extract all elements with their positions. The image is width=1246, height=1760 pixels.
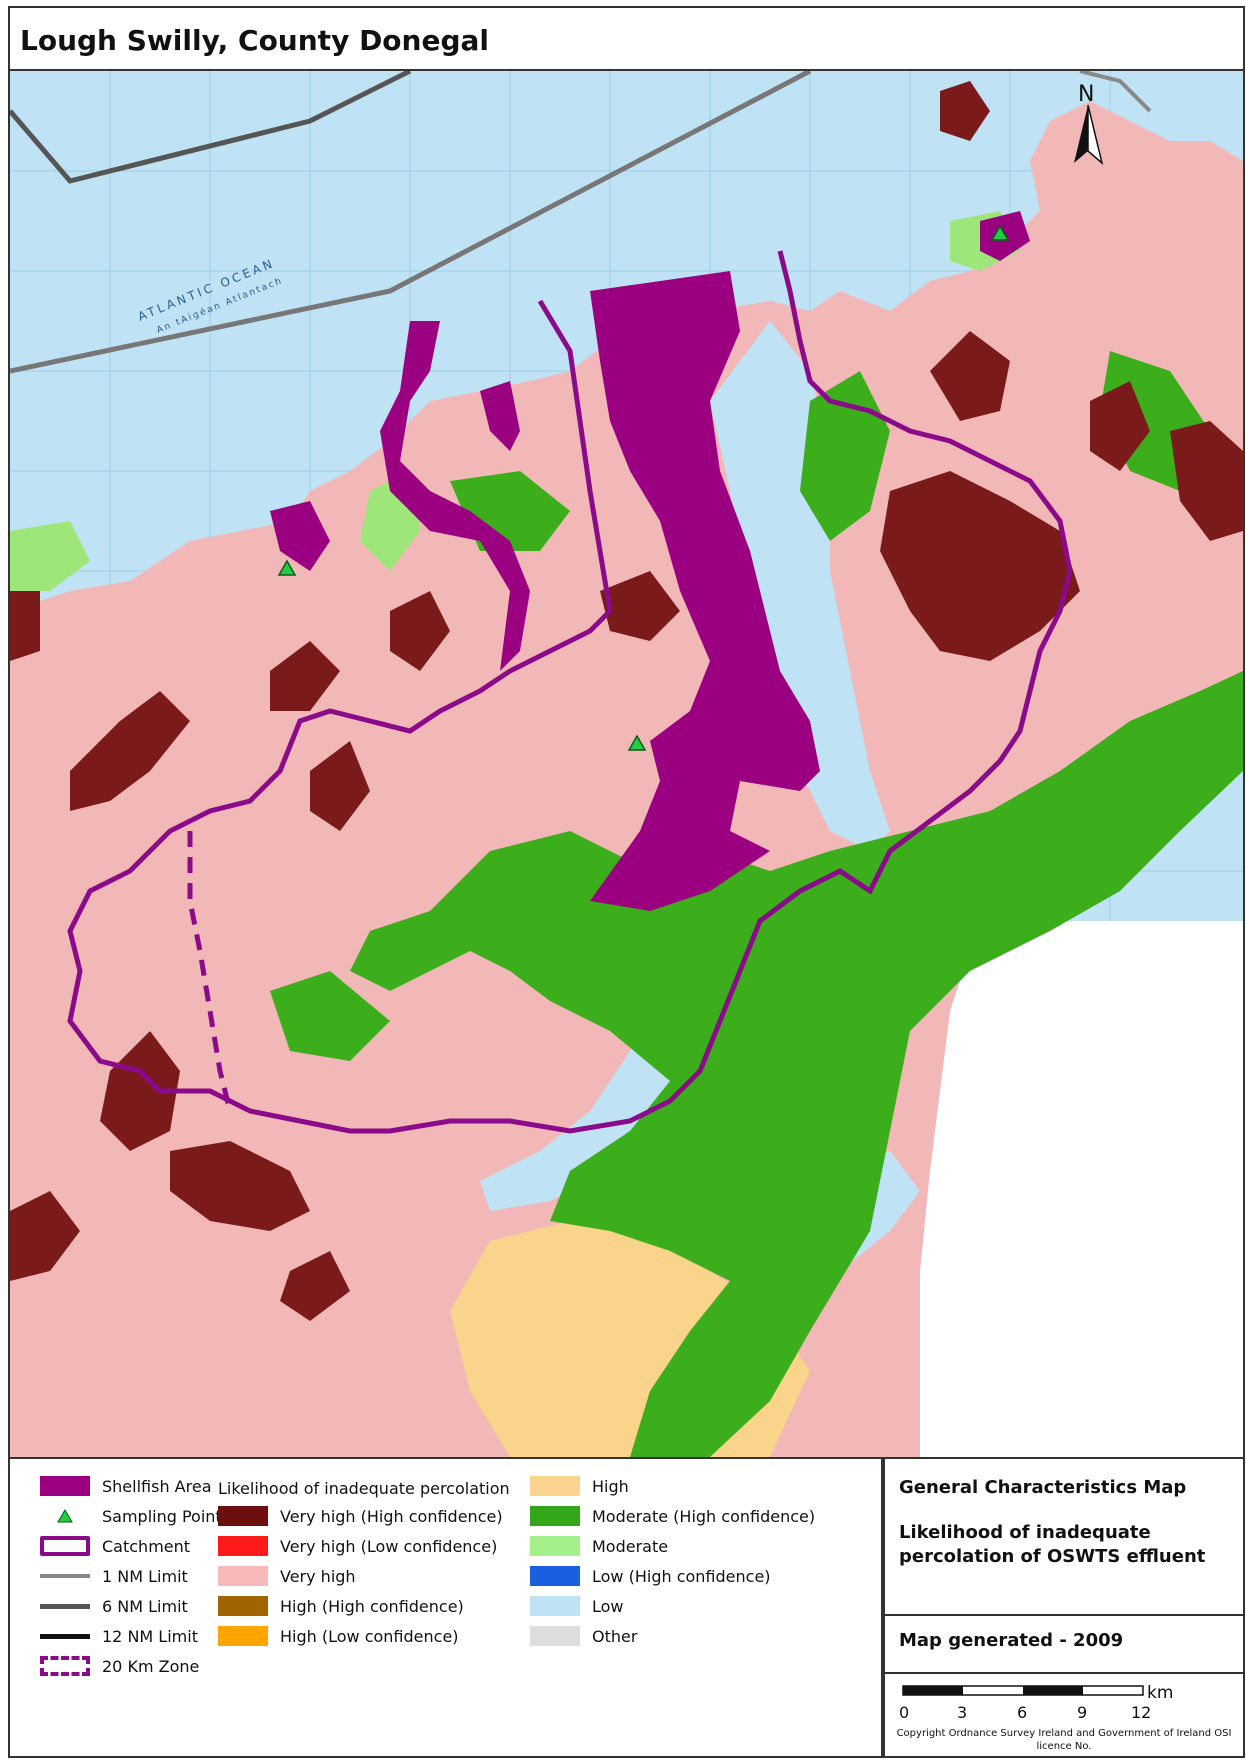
svg-text:N: N [1078, 82, 1094, 107]
shellfish-area-west [270, 501, 330, 571]
north-arrow-icon: N [1074, 82, 1104, 166]
legend-item-very-high-low-conf: Very high (Low confidence) [218, 1536, 497, 1556]
legend-swatch-20km [40, 1656, 90, 1676]
legend-swatch-6nm [40, 1596, 90, 1616]
zone-moderate-3 [10, 521, 90, 591]
zones-very-high-high-conf [10, 81, 1243, 1321]
legend-swatch [530, 1476, 580, 1496]
legend-swatch [218, 1626, 268, 1646]
legend-swatch-shellfish [40, 1476, 90, 1496]
catchment-outline[interactable] [67, 250, 1073, 1134]
legend-label: 1 NM Limit [102, 1566, 188, 1586]
legend-item-low: Low [530, 1596, 624, 1616]
legend-swatch [530, 1536, 580, 1556]
limit-6nm-line [10, 71, 812, 374]
shellfish-areas [270, 211, 1030, 911]
info-generated-box: Map generated - 2009 [885, 1614, 1243, 1674]
legend-swatch [530, 1566, 580, 1586]
sampling-point-3 [627, 734, 647, 751]
legend-item-20km-zone: 20 Km Zone [40, 1656, 199, 1676]
scale-tick-6: 6 [1017, 1703, 1027, 1722]
legend-item-low-high-conf: Low (High confidence) [530, 1566, 771, 1586]
map-svg: ATLANTIC OCEAN An tAigéan Atlantach N [10, 71, 1243, 1457]
legend-label: Very high (Low confidence) [280, 1536, 498, 1556]
sampling-points [277, 224, 1010, 751]
legend-label: Moderate (High confidence) [592, 1506, 816, 1526]
legend-label: Very high (High confidence) [280, 1506, 503, 1526]
legend-label: Very high [280, 1566, 356, 1586]
limit-1nm-line [1079, 71, 1152, 113]
map-generated: Map generated - 2009 [899, 1630, 1124, 1651]
legend-label: Low (High confidence) [592, 1566, 771, 1586]
scale-tick-9: 9 [1077, 1703, 1087, 1722]
sampling-point-2 [277, 559, 297, 576]
map-title: Lough Swilly, County Donegal [20, 24, 489, 57]
legend-item-6nm-limit: 6 NM Limit [40, 1596, 188, 1616]
scale-tick-3: 3 [957, 1703, 967, 1722]
info-heading: General Characteristics Map [899, 1477, 1187, 1498]
legend-item-very-high: Very high [218, 1566, 356, 1586]
no-coverage-area [920, 921, 1243, 1457]
scale-tick-12: 12 [1131, 1703, 1151, 1722]
legend-swatch-triangle-icon [40, 1506, 90, 1526]
legend-label: 20 Km Zone [102, 1656, 200, 1676]
map-canvas[interactable]: ATLANTIC OCEAN An tAigéan Atlantach N [10, 71, 1243, 1457]
legend-item-catchment: Catchment [40, 1536, 190, 1556]
legend-item-high-high-conf: High (High confidence) [218, 1596, 464, 1616]
shellfish-area-inlet-2 [480, 381, 520, 451]
legend-swatch [530, 1596, 580, 1616]
legend-label: Shellfish Area [102, 1476, 212, 1496]
legend-item-12nm-limit: 12 NM Limit [40, 1626, 198, 1646]
info-heading-box: General Characteristics Map Likelihood o… [885, 1459, 1243, 1616]
legend-swatch-catchment [40, 1536, 90, 1556]
legend-panel: Shellfish Area Sampling Point Catchment … [8, 1457, 883, 1758]
legend-item-1nm-limit: 1 NM Limit [40, 1566, 188, 1586]
sampling-point-1 [990, 224, 1010, 241]
legend-label: Other [592, 1626, 638, 1646]
info-panel: General Characteristics Map Likelihood o… [883, 1457, 1245, 1758]
zone-moderate-high-conf [350, 671, 1243, 1457]
copyright-text: Copyright Ordnance Survey Ireland and Go… [896, 1728, 1232, 1752]
legend-swatch-1nm [40, 1566, 90, 1586]
scale-unit: km [1147, 1684, 1173, 1703]
legend-item-sampling-point: Sampling Point [40, 1506, 222, 1526]
scale-tick-0: 0 [899, 1703, 909, 1722]
legend-percolation-header: Likelihood of inadequate percolation [218, 1479, 510, 1498]
zone-moderate-high-conf-3 [800, 371, 890, 541]
legend-item-high-low-conf: High (Low confidence) [218, 1626, 459, 1646]
legend-item-shellfish-area: Shellfish Area [40, 1476, 212, 1496]
land-very-high [10, 101, 1243, 1457]
legend-label: High (High confidence) [280, 1596, 464, 1616]
limit-12nm-line [10, 71, 412, 184]
legend-swatch [218, 1506, 268, 1526]
title-bar: Lough Swilly, County Donegal [8, 6, 1245, 71]
legend-label: Moderate [592, 1536, 669, 1556]
legend-swatch [530, 1506, 580, 1526]
legend-swatch [530, 1626, 580, 1646]
legend-item-moderate: Moderate [530, 1536, 668, 1556]
legend-label: Catchment [102, 1536, 191, 1556]
zone-20km-dashed [187, 831, 233, 1112]
legend-item-very-high-high-conf: Very high (High confidence) [218, 1506, 503, 1526]
legend-label: High [592, 1476, 629, 1496]
scale-bar: km 0 3 6 9 12 [899, 1683, 1239, 1724]
legend-label: Low [592, 1596, 624, 1616]
shellfish-area-main [590, 271, 820, 911]
zone-moderate-high-conf-2 [270, 971, 390, 1061]
legend-label: Sampling Point [102, 1506, 222, 1526]
shellfish-area-inlet-1 [380, 321, 530, 671]
legend-swatch [218, 1536, 268, 1556]
legend-item-other: Other [530, 1626, 637, 1646]
info-subheading: Likelihood of inadequate percolation of … [899, 1522, 1206, 1567]
legend-swatch [218, 1596, 268, 1616]
legend-label: 12 NM Limit [102, 1626, 198, 1646]
legend-swatch-12nm [40, 1626, 90, 1646]
legend-label: 6 NM Limit [102, 1596, 188, 1616]
lough-water [710, 321, 890, 851]
legend-item-high: High [530, 1476, 629, 1496]
legend-label: High (Low confidence) [280, 1626, 459, 1646]
legend-item-moderate-high-conf: Moderate (High confidence) [530, 1506, 815, 1526]
legend-swatch [218, 1566, 268, 1586]
